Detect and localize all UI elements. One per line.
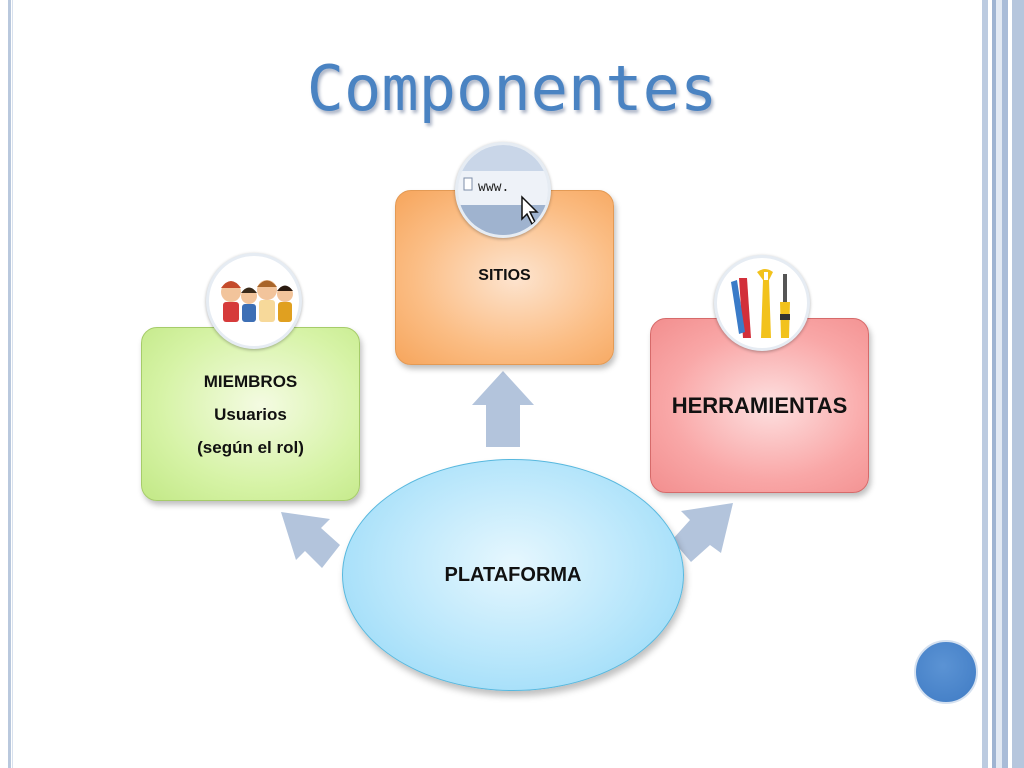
arrow-to-tools [672, 503, 733, 562]
tools-label: HERRAMIENTAS [671, 392, 848, 418]
tools-icon [714, 255, 810, 351]
people-group-icon [206, 253, 302, 349]
platform-ellipse: PLATAFORMA [342, 459, 684, 691]
left-frame-line-inner [12, 0, 13, 768]
arrow-up-to-sites [472, 371, 534, 447]
sites-label: SITIOS [478, 267, 531, 284]
left-frame-line [8, 0, 11, 768]
accent-dot [914, 640, 978, 704]
url-text: www. [478, 180, 509, 195]
members-title: MIEMBROS [203, 371, 298, 391]
right-frame-stripes [978, 0, 1024, 768]
browser-url-icon: www. [455, 142, 551, 238]
arrow-to-members [281, 512, 340, 568]
members-subtitle: Usuarios [214, 404, 287, 424]
platform-label: PLATAFORMA [444, 563, 582, 586]
members-box: MIEMBROS Usuarios (según el rol) [141, 327, 360, 501]
members-note: (según el rol) [197, 437, 304, 457]
slide-title: Componentes [306, 52, 718, 125]
